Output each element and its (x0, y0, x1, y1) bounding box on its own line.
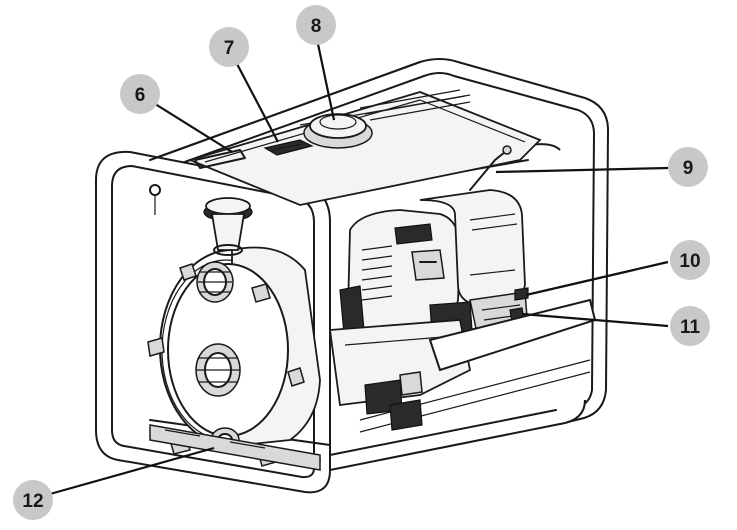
callout-9-label: 9 (683, 158, 694, 179)
fuel-gauge (263, 139, 314, 156)
callout-6-label: 6 (135, 85, 146, 106)
callout-12: 12 (13, 480, 53, 520)
callout-11: 11 (670, 306, 710, 346)
leader-10 (525, 260, 669, 297)
callout-9: 9 (668, 147, 708, 187)
callout-10: 10 (670, 240, 710, 280)
pump-body (147, 197, 321, 471)
leader-7 (235, 61, 279, 143)
callout-11-label: 11 (680, 317, 701, 338)
callout-8: 8 (296, 5, 336, 45)
leader-12 (49, 446, 215, 496)
engine (328, 145, 597, 431)
callout-7-label: 7 (224, 38, 235, 59)
fuel-cap (303, 113, 373, 149)
callout-7: 7 (209, 27, 249, 67)
inlet-port (195, 343, 241, 397)
callout-10-label: 10 (679, 251, 700, 272)
priming-plug (203, 197, 253, 256)
tank-label (194, 149, 246, 169)
leader-8 (316, 43, 336, 121)
fuel-tank (187, 89, 542, 206)
callout-8-label: 8 (311, 16, 322, 37)
leader-6 (151, 101, 233, 153)
leader-11 (521, 312, 669, 328)
leader-9 (495, 166, 669, 174)
leader-lines (49, 43, 669, 496)
outlet-port (196, 261, 234, 303)
callout-6: 6 (120, 74, 160, 114)
callout-12-label: 12 (22, 491, 43, 512)
